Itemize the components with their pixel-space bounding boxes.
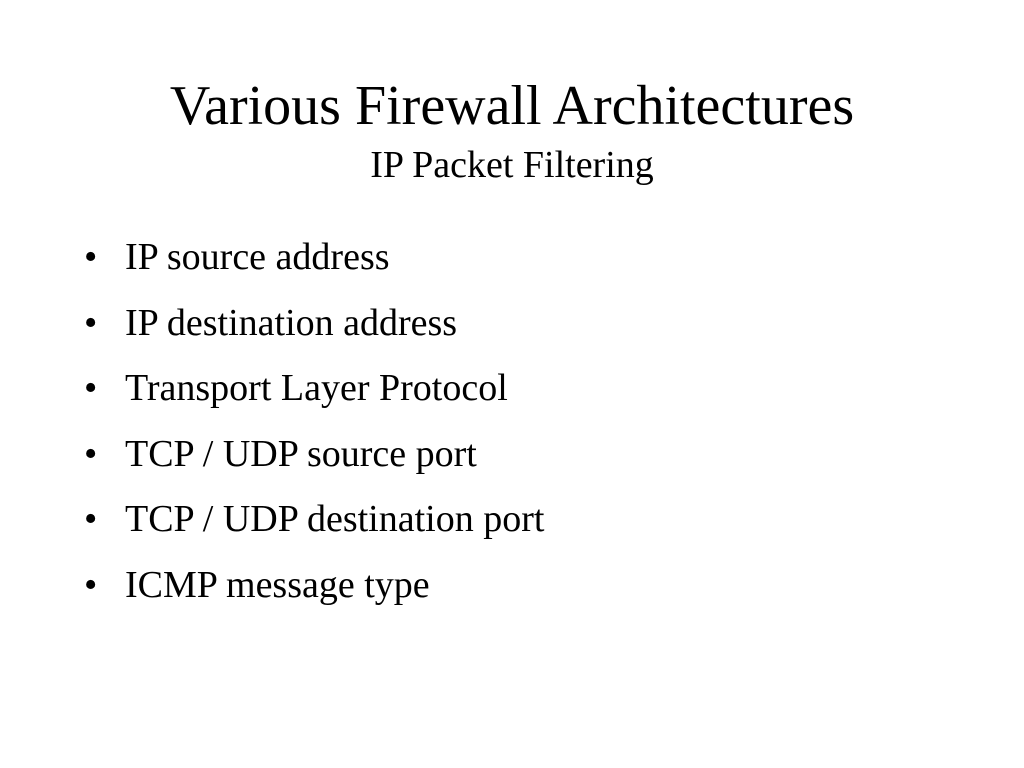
bullet-text: IP source address	[125, 236, 390, 278]
bullet-item-transport-protocol: • Transport Layer Protocol	[84, 363, 544, 413]
slide-title: Various Firewall Architectures	[169, 75, 855, 137]
bullet-marker: •	[84, 367, 98, 409]
bullet-marker: •	[84, 498, 98, 540]
bullet-marker: •	[84, 432, 98, 475]
bullet-item-ip-destination: • IP destination address	[84, 298, 544, 348]
bullet-text: ICMP message type	[125, 563, 430, 606]
bullet-item-icmp-type: • ICMP message type	[84, 560, 544, 610]
bullet-text: Transport Layer Protocol	[125, 367, 508, 409]
bullet-text: IP destination address	[125, 301, 458, 344]
bullet-marker: •	[84, 563, 98, 606]
title-block: Various Firewall Architectures IP Packet…	[0, 70, 1024, 188]
slide-subtitle: IP Packet Filtering	[370, 144, 654, 186]
bullet-marker: •	[84, 301, 98, 344]
bullet-item-destination-port: • TCP / UDP destination port	[84, 494, 544, 544]
bullet-marker: •	[84, 236, 98, 278]
bullet-text: TCP / UDP source port	[125, 432, 477, 475]
bullet-text: TCP / UDP destination port	[125, 498, 545, 540]
bullet-list: • IP source address • IP destination add…	[84, 232, 544, 625]
bullet-item-source-port: • TCP / UDP source port	[84, 429, 544, 479]
bullet-item-ip-source: • IP source address	[84, 232, 544, 282]
